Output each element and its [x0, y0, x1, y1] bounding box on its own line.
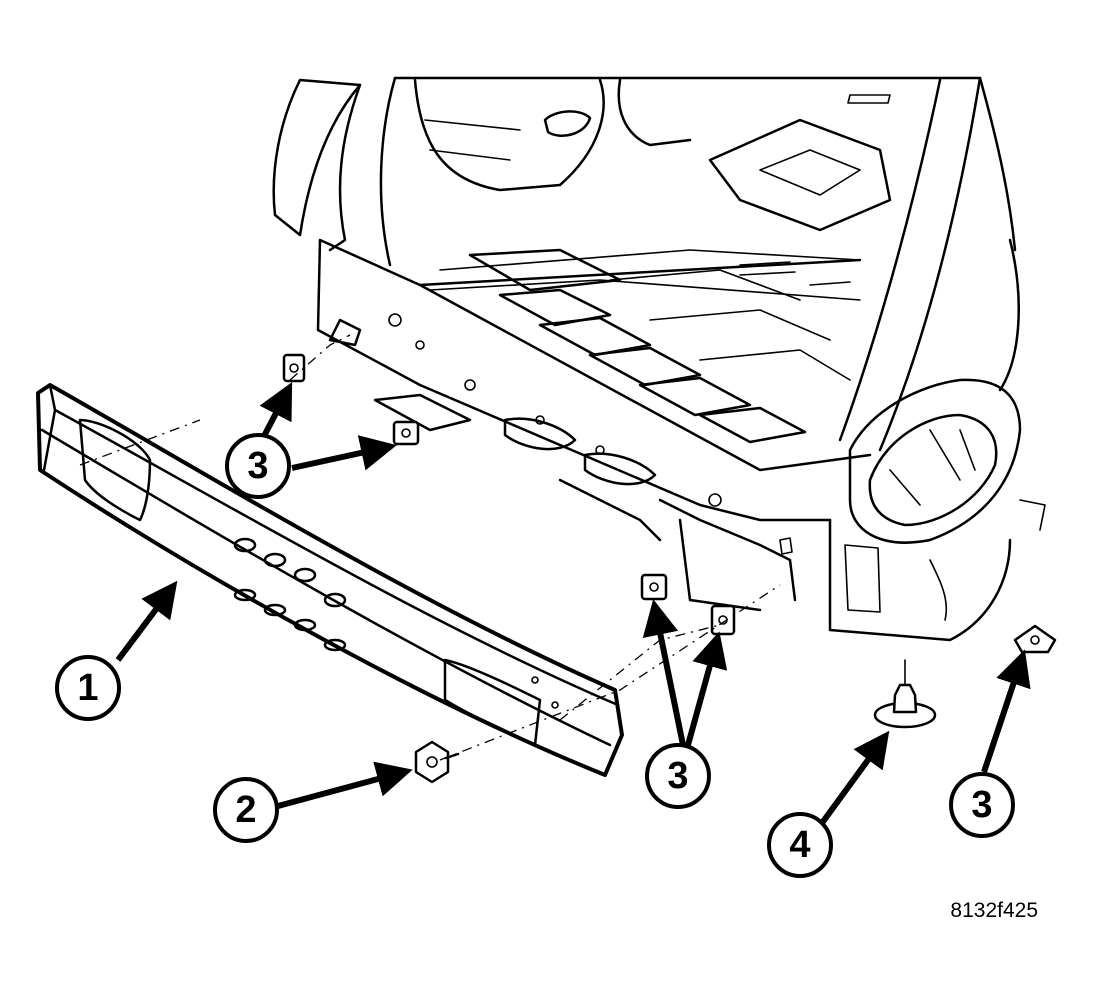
callout-3-center: 3: [645, 743, 711, 809]
bumper-reinforcement-beam: [36, 383, 624, 777]
clip-nut-lower-center-right: [710, 604, 736, 636]
callout-3-right: 3: [949, 772, 1015, 838]
callout-3-center-label: 3: [667, 755, 688, 797]
callout-1-label: 1: [77, 667, 98, 709]
figure-code: 8132f425: [950, 899, 1038, 922]
callout-4: 4: [767, 812, 833, 878]
push-in-retainer: [873, 659, 937, 729]
leader-arrows: [115, 382, 1031, 825]
clip-nut-upper-center: [392, 420, 420, 446]
callout-3-upper-label: 3: [247, 445, 268, 487]
callout-3-upper: 3: [225, 433, 291, 499]
callout-2-label: 2: [235, 789, 256, 831]
vehicle-rear-body: [272, 76, 1046, 642]
clip-nut-upper-left: [282, 353, 306, 383]
clip-nut-lower-center-left: [640, 573, 668, 601]
callout-3-right-label: 3: [971, 784, 992, 826]
callout-2: 2: [213, 777, 279, 843]
clip-nut-right: [1013, 624, 1057, 654]
bolt: [414, 740, 460, 784]
callout-1: 1: [55, 655, 121, 721]
callout-4-label: 4: [789, 824, 810, 866]
